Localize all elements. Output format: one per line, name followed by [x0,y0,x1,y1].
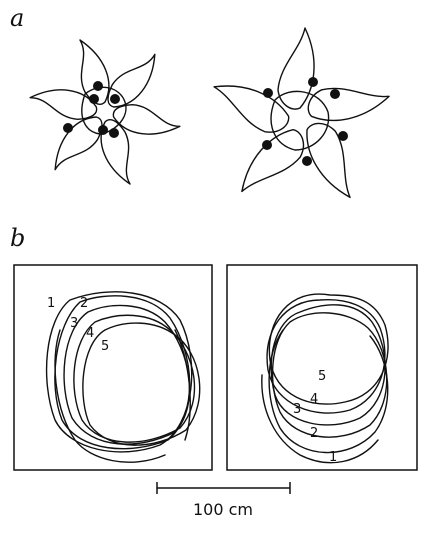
scale-bar: 100 cm [157,482,290,519]
panel-b-right-box: 5 4 3 2 1 [227,265,417,470]
track-label-left-4: 4 [86,326,94,341]
pinwheel-left [30,40,180,184]
track-label-right-3: 3 [293,402,301,417]
track-label-left-1: 1 [47,296,55,311]
scale-bar-label: 100 cm [193,500,253,519]
track-label-left-2: 2 [80,296,88,311]
pinwheel-right [206,28,392,207]
track-label-right-5: 5 [318,369,326,384]
track-label-right-4: 4 [310,392,318,407]
arena-frame-right [227,265,417,470]
track-label-left-3: 3 [70,316,78,331]
panel-a-label: a [10,4,24,32]
track-label-right-2: 2 [310,426,318,441]
panel-b-left-box: 1 2 3 4 5 [14,265,212,470]
panel-b-label: b [10,224,25,252]
track-label-right-1: 1 [329,450,337,465]
track-label-left-5: 5 [101,339,109,354]
